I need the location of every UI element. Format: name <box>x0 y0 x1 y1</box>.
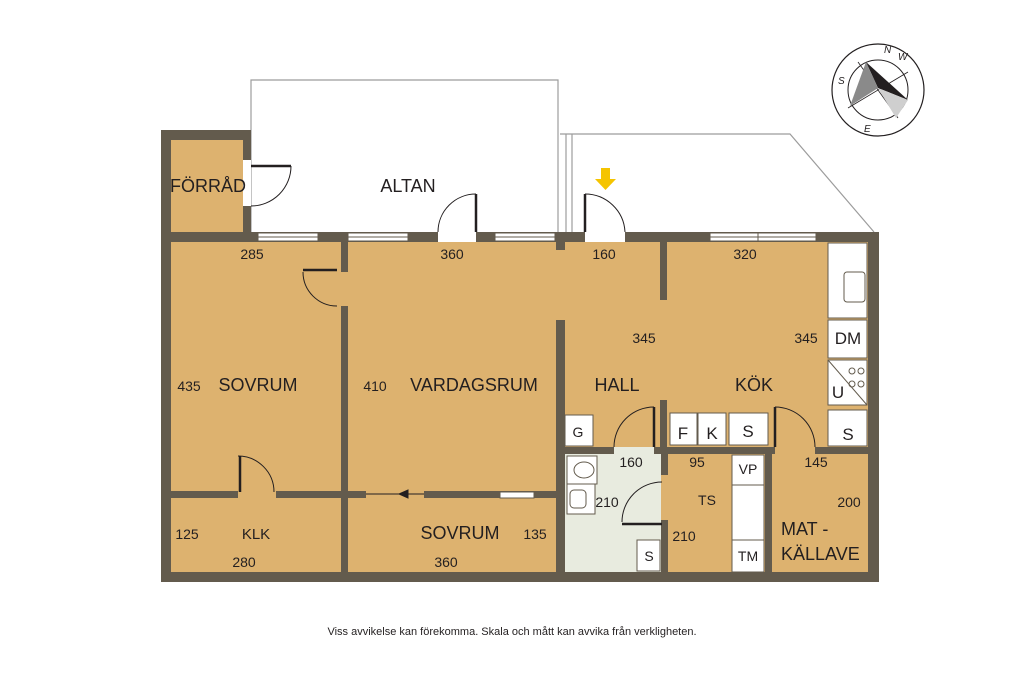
kitchen-storage-box <box>827 409 868 447</box>
dim-matkallave-width: 145 <box>804 454 828 470</box>
compass-icon: N W S E <box>831 43 925 137</box>
compass-label-n: N <box>884 45 892 56</box>
floor-hall <box>565 242 660 447</box>
dim-vardagsrum-height: 410 <box>363 378 387 394</box>
floor-klk <box>171 498 341 572</box>
room-label-forrad: FÖRRÅD <box>170 176 246 196</box>
fixture-label-s-counter: S <box>742 422 753 441</box>
laundry-fixtures <box>731 454 765 573</box>
fixture-label-f: F <box>678 424 688 443</box>
dim-sovrum-height: 435 <box>177 378 201 394</box>
fixture-label-vp: VP <box>739 461 758 477</box>
room-label-altan: ALTAN <box>380 176 435 196</box>
dim-klk-width: 280 <box>232 554 256 570</box>
room-label-vardagsrum: VARDAGSRUM <box>410 375 538 395</box>
compass-label-w: W <box>898 52 909 63</box>
door-swings <box>237 165 816 523</box>
room-label-matkallave-1: MAT - <box>781 519 828 539</box>
compass-label-s: S <box>838 76 845 87</box>
dim-hall-width: 160 <box>592 246 616 262</box>
fixture-label-dm: DM <box>835 329 861 348</box>
room-labels: FÖRRÅD ALTAN SOVRUM VARDAGSRUM HALL KÖK … <box>170 176 860 564</box>
dim-kok-height: 345 <box>794 330 818 346</box>
floor-forrad <box>171 140 243 232</box>
dim-ts-width: 95 <box>689 454 705 470</box>
disclaimer-text: Viss avvikelse kan förekomma. Skala och … <box>327 626 697 638</box>
dim-sovrum-width: 285 <box>240 246 264 262</box>
room-label-ts: TS <box>698 492 716 508</box>
compass-label-e: E <box>864 124 871 135</box>
room-label-hall: HALL <box>594 375 639 395</box>
room-label-kok: KÖK <box>735 375 773 395</box>
room-label-sovrum-2: SOVRUM <box>420 523 499 543</box>
fixture-label-u: U <box>832 383 844 402</box>
fridge-box <box>669 412 698 446</box>
dim-matkallave-height: 200 <box>837 494 861 510</box>
room-label-matkallave-2: KÄLLAVE <box>781 544 860 564</box>
kitchen-fixtures <box>564 242 868 447</box>
sliding-door <box>366 489 424 499</box>
dim-bath-height: 210 <box>595 494 619 510</box>
fixture-label-tm: TM <box>738 548 758 564</box>
ts-door-gap <box>661 475 668 520</box>
freezer-box <box>697 412 727 446</box>
windows <box>257 232 817 499</box>
entrance-arrow-icon <box>595 168 616 190</box>
bath-door-gap <box>614 447 654 454</box>
dim-kok-width: 320 <box>733 246 757 262</box>
fixture-label-g: G <box>573 424 584 440</box>
room-label-sovrum: SOVRUM <box>218 375 297 395</box>
dim-vardagsrum-width: 360 <box>440 246 464 262</box>
dim-sovrum-2-height: 135 <box>523 526 547 542</box>
toilet-icon <box>566 455 598 485</box>
floor-plan: FÖRRÅD ALTAN SOVRUM VARDAGSRUM HALL KÖK … <box>161 43 925 582</box>
washing-machine-box <box>731 539 765 573</box>
door-leaves <box>238 164 777 526</box>
dishwasher-box <box>827 319 868 359</box>
fixture-label-k: K <box>706 424 718 443</box>
basin-icon <box>566 483 596 515</box>
dim-klk-height: 125 <box>175 526 199 542</box>
dim-sovrum-2-width: 360 <box>434 554 458 570</box>
floor-sovrum-2 <box>348 498 556 572</box>
bath-storage-box <box>636 539 661 572</box>
hall-wardrobe-box <box>564 414 594 447</box>
fixture-label-s-bath: S <box>644 548 653 564</box>
counter-storage-box <box>728 412 769 446</box>
floor-matkallave <box>772 454 868 572</box>
patio-outline <box>250 79 875 233</box>
fixture-labels: DM U S F K S G S VP TM <box>573 329 862 564</box>
dim-ts-height: 210 <box>672 528 696 544</box>
bath-fixtures <box>566 455 661 572</box>
floor-vardagsrum <box>348 242 556 491</box>
floor-sovrum <box>171 242 341 491</box>
dimension-labels: 285 435 360 410 160 345 320 345 160 210 … <box>175 246 861 570</box>
kitchen-sink-icon <box>827 242 868 319</box>
room-label-klk: KLK <box>242 526 270 543</box>
dim-bath-width: 160 <box>619 454 643 470</box>
wall-openings <box>243 160 625 242</box>
dim-hall-height: 345 <box>632 330 656 346</box>
fixture-label-s-kok: S <box>842 425 853 444</box>
